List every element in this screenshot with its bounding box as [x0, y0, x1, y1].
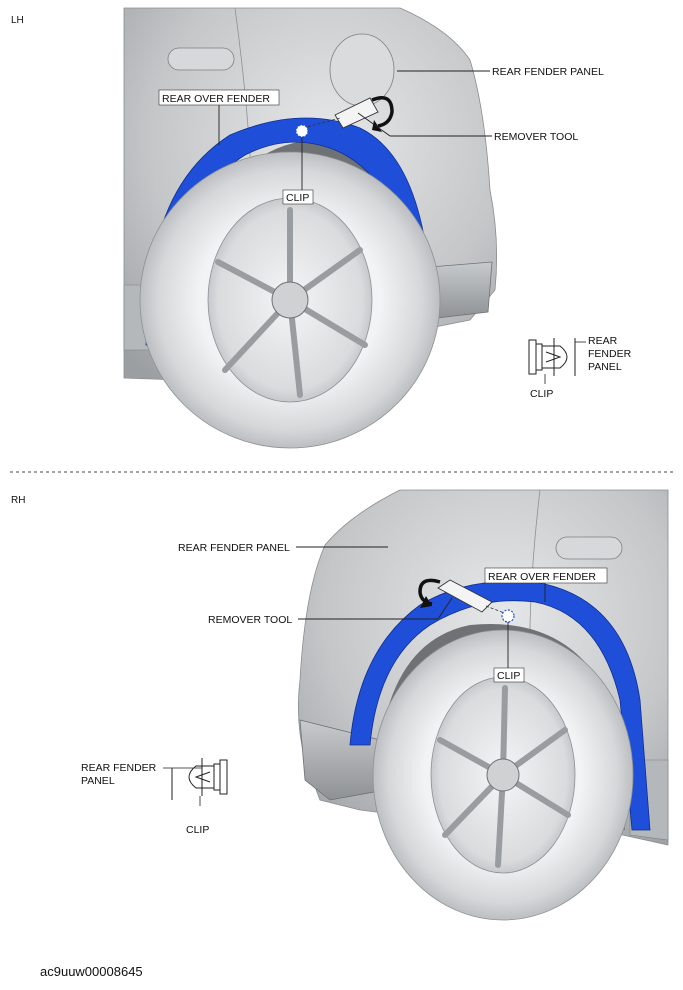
- rh-label-clip: CLIP: [497, 670, 520, 682]
- lh-label-remover-tool: REMOVER TOOL: [494, 131, 578, 143]
- rh-label-remover-tool: REMOVER TOOL: [208, 614, 292, 626]
- rh-rear-over-fender: [349, 580, 651, 831]
- rh-clip-detail-panel-line2: PANEL: [81, 775, 115, 787]
- lh-clip-detail-panel-line1: REAR: [588, 335, 618, 347]
- lh-fuel-lid: [329, 33, 395, 107]
- lh-clip-detail-clip: CLIP: [530, 388, 553, 400]
- rh-remover-tool: [418, 578, 508, 615]
- rh-clip-marker: [501, 609, 515, 623]
- rh-wheel: [372, 629, 634, 921]
- lh-clip-detail: [528, 338, 586, 384]
- lh-clip-marker: [295, 124, 309, 138]
- lh-section: LH: [11, 7, 632, 449]
- figure-id: ac9uuw00008645: [40, 964, 143, 979]
- lh-clip-detail-panel-line3: PANEL: [588, 361, 622, 373]
- rh-clip-detail-clip: CLIP: [186, 824, 209, 836]
- rh-door-handle: [555, 536, 623, 560]
- rh-clip-detail: [163, 758, 228, 806]
- lh-side-label: LH: [11, 15, 24, 26]
- rh-clip-detail-panel-line1: REAR FENDER: [81, 762, 157, 774]
- rh-label-rear-fender-panel: REAR FENDER PANEL: [178, 542, 290, 554]
- lh-label-clip: CLIP: [286, 192, 309, 204]
- rh-side-label: RH: [11, 495, 25, 506]
- lh-door-handle: [167, 47, 235, 71]
- rh-label-rear-over-fender: REAR OVER FENDER: [488, 571, 596, 583]
- lh-wheel: [139, 151, 441, 449]
- lh-clip-detail-panel-line2: FENDER: [588, 348, 632, 360]
- lh-label-rear-over-fender: REAR OVER FENDER: [162, 93, 270, 105]
- lh-label-rear-fender-panel: REAR FENDER PANEL: [492, 66, 604, 78]
- rh-section: RH: [11, 489, 669, 921]
